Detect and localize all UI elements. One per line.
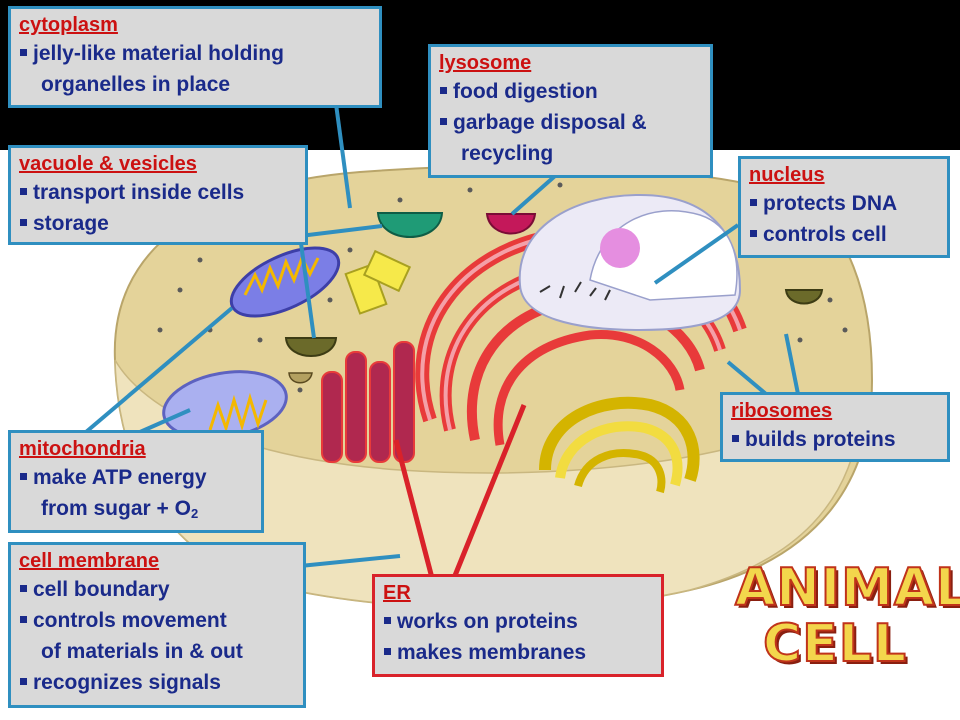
vesicle-olive: [284, 337, 338, 357]
vacuole-line-1: transport inside cells: [19, 177, 297, 208]
mitochondria-title: mitochondria: [19, 438, 146, 460]
page-title-line-1: ANIMAL: [734, 558, 960, 618]
mitochondria-line-2: from sugar + O2: [19, 493, 253, 524]
er-line-1: works on proteins: [383, 606, 653, 637]
ribosomes-label: ribosomes builds proteins: [720, 392, 950, 462]
vesicle-small: [288, 372, 313, 384]
vacuole-green: [376, 212, 444, 238]
vesicle-right: [784, 289, 824, 305]
cytoplasm-title: cytoplasm: [19, 14, 118, 36]
nucleus-label: nucleus protects DNA controls cell: [738, 156, 950, 258]
er-label: ER works on proteins makes membranes: [372, 574, 664, 677]
lysosome-line-1: food digestion: [439, 76, 702, 107]
mitochondria-label: mitochondria make ATP energy from sugar …: [8, 430, 264, 533]
cell-membrane-line-2: controls movement: [19, 605, 295, 636]
nucleus-line-2: controls cell: [749, 219, 939, 250]
cytoplasm-line-1: jelly-like material holding: [19, 38, 371, 69]
cell-membrane-title: cell membrane: [19, 550, 160, 572]
vacuole-label: vacuole & vesicles transport inside cell…: [8, 145, 308, 245]
smooth-er: [321, 341, 415, 463]
lysosome-title: lysosome: [439, 52, 532, 74]
vacuole-line-2: storage: [19, 208, 297, 239]
nucleus-shape: [518, 193, 742, 332]
page-title-line-2: CELL: [762, 614, 907, 674]
cytoplasm-line-2: organelles in place: [41, 73, 231, 96]
cell-membrane-line-3: of materials in & out: [41, 640, 243, 663]
lysosome-line-3: recycling: [461, 142, 554, 165]
vacuole-title: vacuole & vesicles: [19, 153, 197, 175]
cell-membrane-line-1: cell boundary: [19, 574, 295, 605]
mitochondria-line-2-text: from sugar + O: [41, 497, 191, 520]
page-title: ANIMAL CELL: [734, 558, 960, 674]
ribosomes-title: ribosomes: [731, 400, 833, 422]
lysosome-label: lysosome food digestion garbage disposal…: [428, 44, 713, 178]
ribosomes-line-1: builds proteins: [731, 424, 939, 455]
mitochondria-line-1: make ATP energy: [19, 462, 253, 493]
lysosome-shape: [485, 213, 537, 235]
cell-membrane-label: cell membrane cell boundary controls mov…: [8, 542, 306, 708]
oxygen-subscript: 2: [190, 506, 199, 521]
golgi-apparatus: [539, 396, 700, 494]
pointer-lines: [84, 103, 800, 568]
er-pointer-lines: [393, 404, 527, 579]
cell-membrane-line-4: recognizes signals: [19, 667, 295, 698]
lysosome-line-2: garbage disposal &: [439, 107, 702, 138]
nucleus-title: nucleus: [749, 164, 825, 186]
nucleus-line-1: protects DNA: [749, 188, 939, 219]
mitochondrion-lower: [162, 370, 288, 440]
er-title: ER: [383, 582, 411, 604]
cytoplasm-label: cytoplasm jelly-like material holding or…: [8, 6, 382, 108]
er-line-2: makes membranes: [383, 637, 653, 668]
centriole: [344, 249, 412, 315]
